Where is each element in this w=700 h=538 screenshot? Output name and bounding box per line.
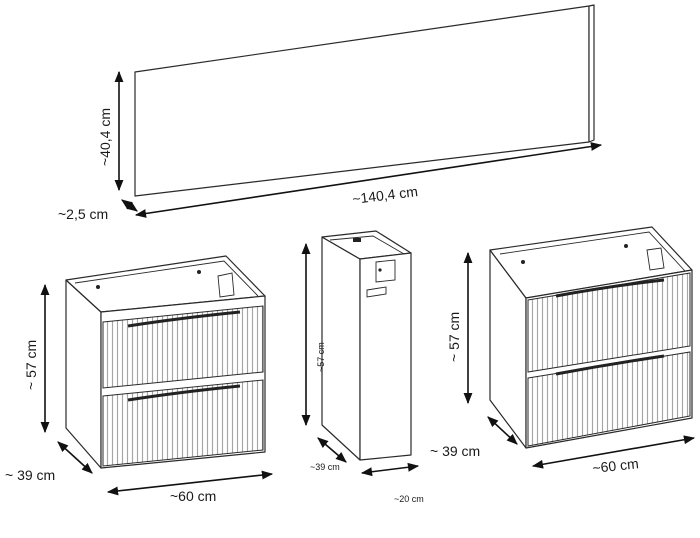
tall-cabinet-width-label: ~20 cm [394, 494, 424, 504]
tall-cabinet-depth-label: ~39 cm [310, 462, 340, 472]
tall-cabinet-height-label: ~57 cm [316, 342, 326, 372]
tall-cabinet-handle [366, 286, 387, 298]
left-cabinet-depth-arrow [57, 441, 93, 474]
right-cabinet-width-label: ~60 cm [592, 455, 640, 476]
left-cabinet-handle-bottom [127, 384, 241, 402]
right-cabinet-handle-top [555, 278, 665, 298]
left-cabinet-width-arrow [106, 470, 274, 496]
mirror-width-arrow [134, 142, 603, 218]
tall-cabinet-side [321, 236, 361, 461]
left-cabinet-depth-label: ~ 39 cm [5, 467, 55, 483]
left-cabinet-drawer-bottom [102, 379, 264, 467]
mirror-height-label: ~40,4 cm [97, 108, 113, 166]
left-cabinet-handle-top [127, 310, 241, 328]
left-cabinet-side [65, 279, 102, 469]
mirror-width-label: ~140,4 cm [351, 183, 418, 207]
right-cabinet-height-label: ~ 57 cm [446, 312, 462, 362]
left-cabinet [65, 255, 266, 469]
mirror [134, 4, 595, 197]
right-cabinet-width-arrow [531, 435, 696, 469]
tall-cabinet-depth-arrow [317, 437, 347, 463]
mirror-depth-arrow [121, 199, 138, 212]
right-cabinet-handle-bottom [555, 354, 665, 376]
left-cabinet-width-label: ~60 cm [170, 488, 216, 504]
tall-cabinet [321, 230, 412, 461]
right-cabinet [489, 226, 693, 449]
left-cabinet-height-label: ~ 57 cm [23, 340, 39, 390]
left-cabinet-drawer-top [102, 305, 264, 389]
tall-cabinet-front [359, 252, 412, 461]
right-cabinet-depth-arrow [487, 416, 518, 445]
tall-cabinet-width-arrow [360, 462, 420, 477]
mirror-depth-label: ~2,5 cm [58, 206, 108, 222]
right-cabinet-depth-label: ~ 39 cm [430, 443, 480, 459]
mirror-side [588, 4, 595, 143]
mirror-front [134, 5, 590, 197]
